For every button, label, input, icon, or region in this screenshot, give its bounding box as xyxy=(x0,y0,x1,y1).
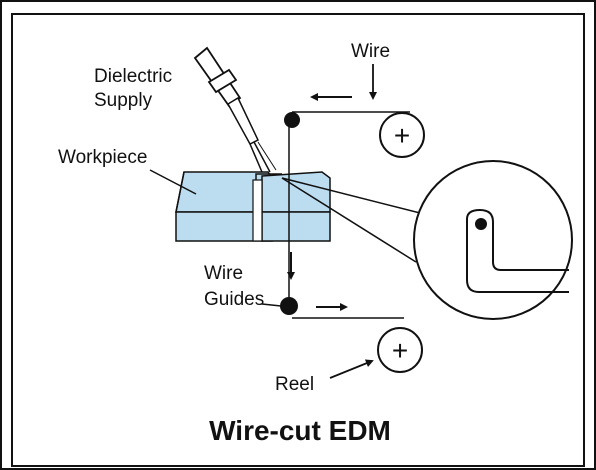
wire-guide-top xyxy=(284,112,300,128)
inner-frame xyxy=(11,13,585,467)
workpiece-right-top xyxy=(261,171,331,213)
magnified-cut-top xyxy=(466,208,494,223)
nozzle-stem xyxy=(226,96,259,145)
workpiece-label-leader xyxy=(149,169,197,195)
wire-guides-label-line1: Wire xyxy=(204,263,243,284)
wire-guides-label-line2: Guides xyxy=(204,289,264,310)
workpiece-slot xyxy=(252,179,263,242)
workpiece-label: Workpiece xyxy=(58,147,147,168)
diagram-title: Wire-cut EDM xyxy=(209,415,391,446)
dielectric-label-line2: Supply xyxy=(94,90,153,111)
magnified-detail xyxy=(413,160,573,320)
dielectric-nozzle xyxy=(193,46,277,173)
take-up-reel xyxy=(377,327,423,373)
workpiece-cut-path xyxy=(255,173,282,180)
workpiece-right-front xyxy=(261,211,331,242)
nozzle-stream xyxy=(257,141,277,171)
wire-guide-bottom xyxy=(280,297,298,315)
reel-label-arrow xyxy=(329,359,374,379)
nozzle-tip-2 xyxy=(249,143,263,173)
dielectric-label-line1: Dielectric xyxy=(94,66,172,87)
wire-label: Wire xyxy=(351,41,390,62)
magnified-cut-outer xyxy=(466,219,569,293)
zoom-line-top xyxy=(281,177,425,215)
workpiece xyxy=(175,171,331,242)
reel-label: Reel xyxy=(275,374,314,395)
supply-reel xyxy=(379,112,425,158)
magnified-wire-dot xyxy=(475,218,487,230)
take-up-reel-symbol: + xyxy=(392,335,408,366)
workpiece-left-edge xyxy=(175,171,185,213)
nozzle-tip xyxy=(253,141,271,173)
zoom-line-bottom xyxy=(281,177,417,263)
magnified-cut-inner xyxy=(492,222,569,271)
nozzle-collar xyxy=(207,68,238,94)
wire-guides-label-leader xyxy=(261,303,282,307)
supply-reel-symbol: + xyxy=(394,120,410,151)
